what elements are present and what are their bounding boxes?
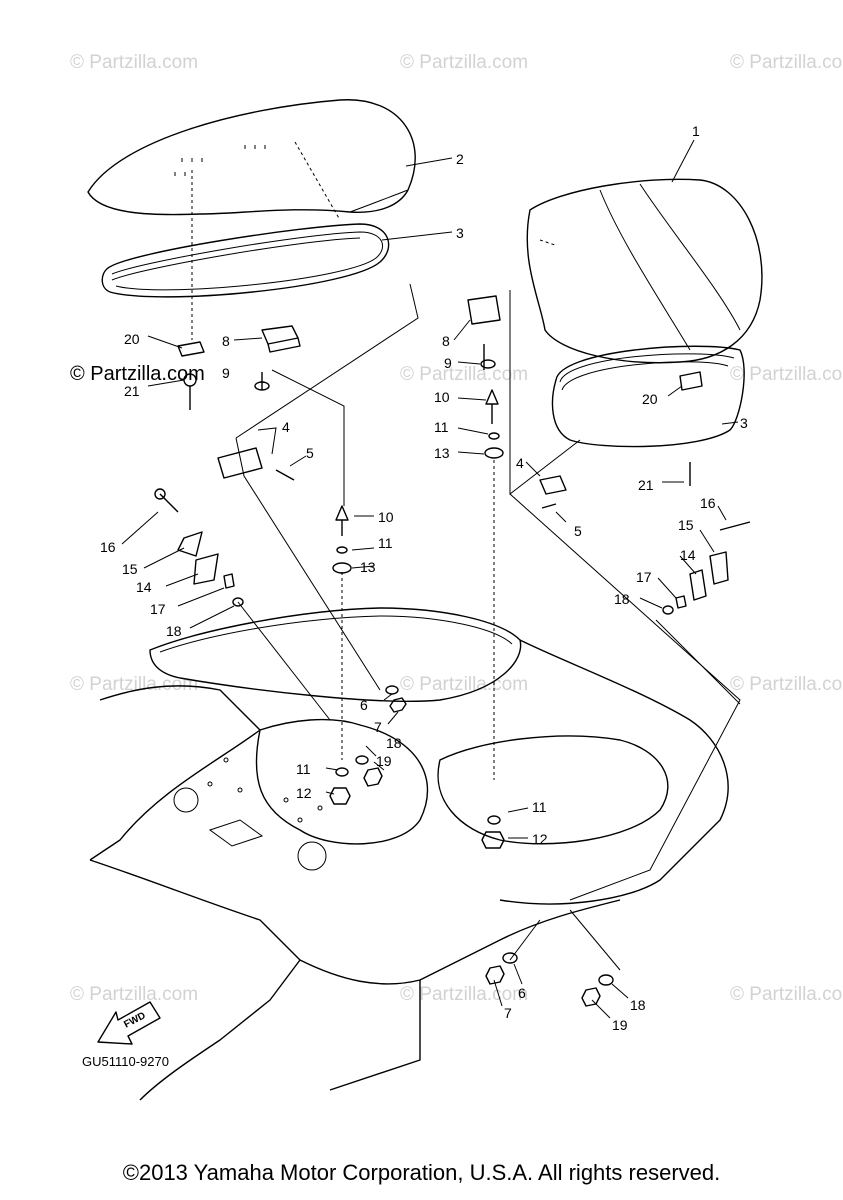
callout-label: 1 [692, 123, 700, 139]
callout-label: 8 [222, 333, 230, 349]
copyright-notice: ©2013 Yamaha Motor Corporation, U.S.A. A… [122, 1160, 721, 1185]
watermark: © Partzilla.com [400, 364, 528, 385]
callout-label: 16 [100, 539, 116, 555]
callout-label: 20 [124, 331, 140, 347]
assembly-lines [235, 283, 741, 971]
watermark: © Partzilla.com [730, 674, 843, 695]
callout-numbers: 1 2 3 3 4 4 5 5 6 6 7 7 8 8 9 9 10 10 11… [100, 123, 748, 1033]
callout-label: 3 [740, 415, 748, 431]
callout-label: 3 [456, 225, 464, 241]
watermarks: © Partzilla.com © Partzilla.com © Partzi… [70, 52, 843, 1005]
rear-seat-cushion [526, 178, 763, 364]
watermark: © Partzilla.com [400, 674, 528, 695]
callout-label: 17 [636, 569, 652, 585]
callout-label: 11 [434, 419, 449, 435]
watermark: © Partzilla.com [70, 984, 198, 1005]
callout-label: 19 [612, 1017, 628, 1033]
callout-label: 18 [166, 623, 182, 639]
callout-label: 7 [374, 719, 382, 735]
callout-label: 20 [642, 391, 658, 407]
callout-label: 5 [306, 445, 314, 461]
rear-seat-hardware [467, 295, 751, 780]
callout-label: 15 [678, 517, 694, 533]
callout-label: 4 [516, 455, 524, 471]
callout-label: 14 [680, 547, 696, 563]
callout-label: 6 [360, 697, 368, 713]
callout-label: 15 [122, 561, 138, 577]
watermark: © Partzilla.com [730, 984, 843, 1005]
callout-label: 12 [296, 785, 312, 801]
callout-label: 4 [282, 419, 290, 435]
watermark: © Partzilla.com [730, 52, 843, 73]
callout-label: 11 [378, 535, 393, 551]
callout-label: 11 [296, 761, 311, 777]
callout-label: 13 [360, 559, 376, 575]
callout-label: 9 [444, 355, 452, 371]
callout-label: 11 [532, 799, 547, 815]
callout-label: 2 [456, 151, 464, 167]
callout-label: 9 [222, 365, 230, 381]
callout-label: 7 [504, 1005, 512, 1021]
figure-code: GU51110-9270 [82, 1054, 169, 1069]
callout-label: 14 [136, 579, 152, 595]
rear-seat-seal [551, 345, 745, 448]
callout-label: 18 [386, 735, 402, 751]
callout-label: 8 [442, 333, 450, 349]
callout-label: 5 [574, 523, 582, 539]
callout-leaders [121, 139, 739, 1019]
left-hardware [154, 447, 352, 760]
callout-label: 21 [638, 477, 654, 493]
callout-label: 12 [532, 831, 548, 847]
watermark: © Partzilla.com [730, 364, 843, 385]
callout-label: 6 [518, 985, 526, 1001]
front-seat-cushion [87, 99, 416, 340]
front-seat-seal [101, 223, 390, 298]
watermark: © Partzilla.com [70, 674, 198, 695]
callout-label: 18 [614, 591, 630, 607]
callout-label: 10 [378, 509, 394, 525]
callout-label: 21 [124, 383, 140, 399]
callout-label: 17 [150, 601, 166, 617]
callout-label: 13 [434, 445, 450, 461]
watermark-strong: © Partzilla.com [70, 363, 205, 385]
watermark: © Partzilla.com [400, 52, 528, 73]
callout-label: 16 [700, 495, 716, 511]
forward-direction-arrow-icon: FWD [97, 1001, 161, 1045]
callout-label: 19 [376, 753, 392, 769]
deck-hull [89, 607, 729, 1101]
watermark: © Partzilla.com [400, 984, 528, 1005]
watermark: © Partzilla.com [70, 52, 198, 73]
bottom-fasteners [329, 685, 614, 1007]
callout-label: 18 [630, 997, 646, 1013]
callout-label: 10 [434, 389, 450, 405]
